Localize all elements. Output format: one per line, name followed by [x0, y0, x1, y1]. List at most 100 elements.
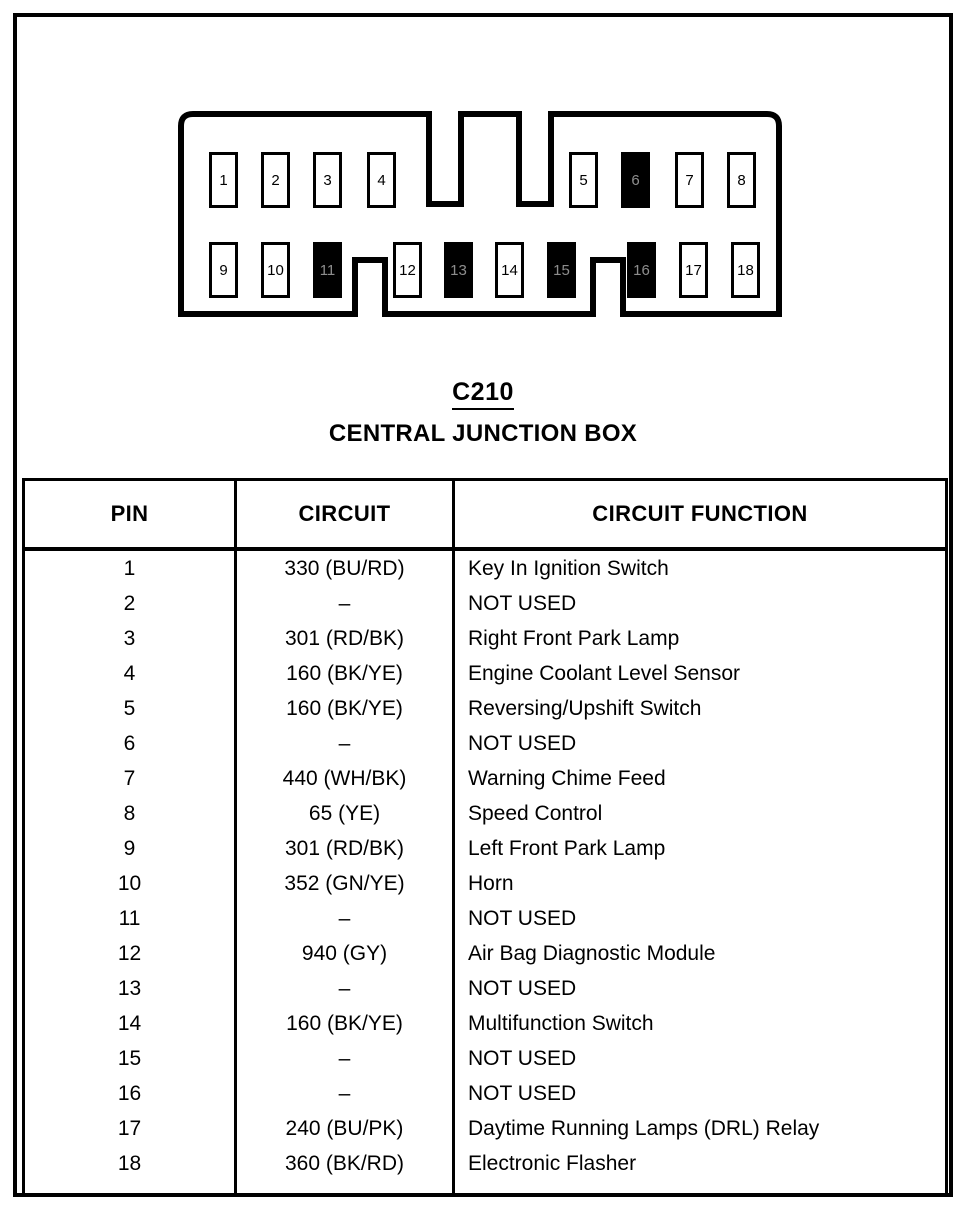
table-header-row: PIN CIRCUIT CIRCUIT FUNCTION	[25, 481, 945, 551]
cell-pin: 13	[117, 977, 142, 1000]
connector-pin-10[interactable]: 10	[261, 242, 290, 298]
pin-number: 2	[271, 171, 280, 189]
cell-function: Speed Control	[468, 802, 603, 825]
connector-pin-7[interactable]: 7	[675, 152, 704, 208]
cell-circuit: 301 (RD/BK)	[284, 837, 405, 860]
connector-pin-1[interactable]: 1	[209, 152, 238, 208]
cell-circuit: –	[338, 592, 351, 615]
pin-number: 12	[399, 261, 416, 279]
cell-circuit: 940 (GY)	[301, 942, 388, 965]
cell-circuit: 65 (YE)	[308, 802, 381, 825]
cell-function: Engine Coolant Level Sensor	[468, 662, 741, 685]
pin-number: 6	[631, 171, 640, 189]
table-row: 16 – NOT USED	[25, 1076, 945, 1111]
connector-pin-3[interactable]: 3	[313, 152, 342, 208]
connector-code-text: C210	[452, 378, 514, 410]
cell-pin: 9	[123, 837, 136, 860]
connector-pin-8[interactable]: 8	[727, 152, 756, 208]
cell-pin: 2	[123, 592, 136, 615]
cell-circuit: –	[338, 1047, 351, 1070]
table-row: 7 440 (WH/BK) Warning Chime Feed	[25, 761, 945, 796]
pin-assignment-table: PIN CIRCUIT CIRCUIT FUNCTION 1 330 (BU/R…	[22, 478, 948, 1196]
table-row: 8 65 (YE) Speed Control	[25, 796, 945, 831]
cell-pin: 12	[117, 942, 142, 965]
pin-number: 8	[737, 171, 746, 189]
connector-pin-9[interactable]: 9	[209, 242, 238, 298]
pin-number: 10	[267, 261, 284, 279]
cell-circuit: 240 (BU/PK)	[285, 1117, 404, 1140]
connector-pin-14[interactable]: 14	[495, 242, 524, 298]
cell-circuit: –	[338, 907, 351, 930]
cell-pin: 1	[123, 557, 136, 580]
cell-pin: 8	[123, 802, 136, 825]
connector-pin-17[interactable]: 17	[679, 242, 708, 298]
cell-circuit: 301 (RD/BK)	[284, 627, 405, 650]
cell-function: Reversing/Upshift Switch	[468, 697, 702, 720]
cell-pin: 7	[123, 767, 136, 790]
cell-function: NOT USED	[468, 592, 577, 615]
connector-pin-12[interactable]: 12	[393, 242, 422, 298]
connector-pin-18[interactable]: 18	[731, 242, 760, 298]
table-row: 5 160 (BK/YE) Reversing/Upshift Switch	[25, 691, 945, 726]
pin-number: 7	[685, 171, 694, 189]
cell-pin: 16	[117, 1082, 142, 1105]
table-row: 18 360 (BK/RD) Electronic Flasher	[25, 1146, 945, 1181]
table-row: 9 301 (RD/BK) Left Front Park Lamp	[25, 831, 945, 866]
connector-pin-6[interactable]: 6	[621, 152, 650, 208]
cell-circuit: 160 (BK/YE)	[286, 697, 403, 720]
column-header-circuit: CIRCUIT	[298, 501, 391, 526]
connector-pin-11[interactable]: 11	[313, 242, 342, 298]
cell-circuit: –	[338, 1082, 351, 1105]
table-row: 2 – NOT USED	[25, 586, 945, 621]
pin-number: 11	[319, 261, 336, 279]
cell-function: Air Bag Diagnostic Module	[468, 942, 716, 965]
pin-grid: 1 2 3 4 5 6 7 8 9 10 11 12 13 14 15 16 1…	[175, 108, 785, 320]
table-row: 4 160 (BK/YE) Engine Coolant Level Senso…	[25, 656, 945, 691]
cell-pin: 11	[118, 907, 141, 930]
cell-function: Right Front Park Lamp	[468, 627, 680, 650]
cell-function: Electronic Flasher	[468, 1152, 637, 1175]
pin-number: 3	[323, 171, 332, 189]
cell-pin: 18	[117, 1152, 142, 1175]
connector-pin-16[interactable]: 16	[627, 242, 656, 298]
connector-pin-4[interactable]: 4	[367, 152, 396, 208]
pin-number: 13	[450, 261, 467, 279]
cell-function: NOT USED	[468, 1047, 577, 1070]
pin-number: 1	[219, 171, 228, 189]
table-body: 1 330 (BU/RD) Key In Ignition Switch 2 –…	[25, 551, 945, 1193]
pin-number: 4	[377, 171, 386, 189]
pin-number: 16	[633, 261, 650, 279]
pin-number: 15	[553, 261, 570, 279]
table-row: 3 301 (RD/BK) Right Front Park Lamp	[25, 621, 945, 656]
cell-circuit: 360 (BK/RD)	[284, 1152, 405, 1175]
cell-function: Warning Chime Feed	[468, 767, 666, 790]
cell-pin: 4	[123, 662, 136, 685]
column-divider-2	[452, 481, 455, 1193]
cell-function: Daytime Running Lamps (DRL) Relay	[468, 1117, 820, 1140]
table-row: 12 940 (GY) Air Bag Diagnostic Module	[25, 936, 945, 971]
cell-pin: 5	[123, 697, 136, 720]
cell-function: Multifunction Switch	[468, 1012, 654, 1035]
column-divider-1	[234, 481, 237, 1193]
connector-pin-13[interactable]: 13	[444, 242, 473, 298]
connector-pin-2[interactable]: 2	[261, 152, 290, 208]
cell-function: NOT USED	[468, 907, 577, 930]
table-row: 1 330 (BU/RD) Key In Ignition Switch	[25, 551, 945, 586]
pin-number: 9	[219, 261, 228, 279]
cell-circuit: –	[338, 977, 351, 1000]
table-row: 14 160 (BK/YE) Multifunction Switch	[25, 1006, 945, 1041]
table-row: 17 240 (BU/PK) Daytime Running Lamps (DR…	[25, 1111, 945, 1146]
connector-outline	[175, 108, 785, 320]
cell-circuit: –	[338, 732, 351, 755]
connector-code-label: C210	[0, 378, 966, 410]
cell-circuit: 160 (BK/YE)	[286, 662, 403, 685]
cell-circuit: 330 (BU/RD)	[284, 557, 405, 580]
cell-circuit: 352 (GN/YE)	[284, 872, 405, 895]
pin-number: 14	[501, 261, 518, 279]
connector-pin-5[interactable]: 5	[569, 152, 598, 208]
connector-pin-15[interactable]: 15	[547, 242, 576, 298]
cell-pin: 3	[123, 627, 136, 650]
cell-pin: 17	[117, 1117, 142, 1140]
table-row: 6 – NOT USED	[25, 726, 945, 761]
